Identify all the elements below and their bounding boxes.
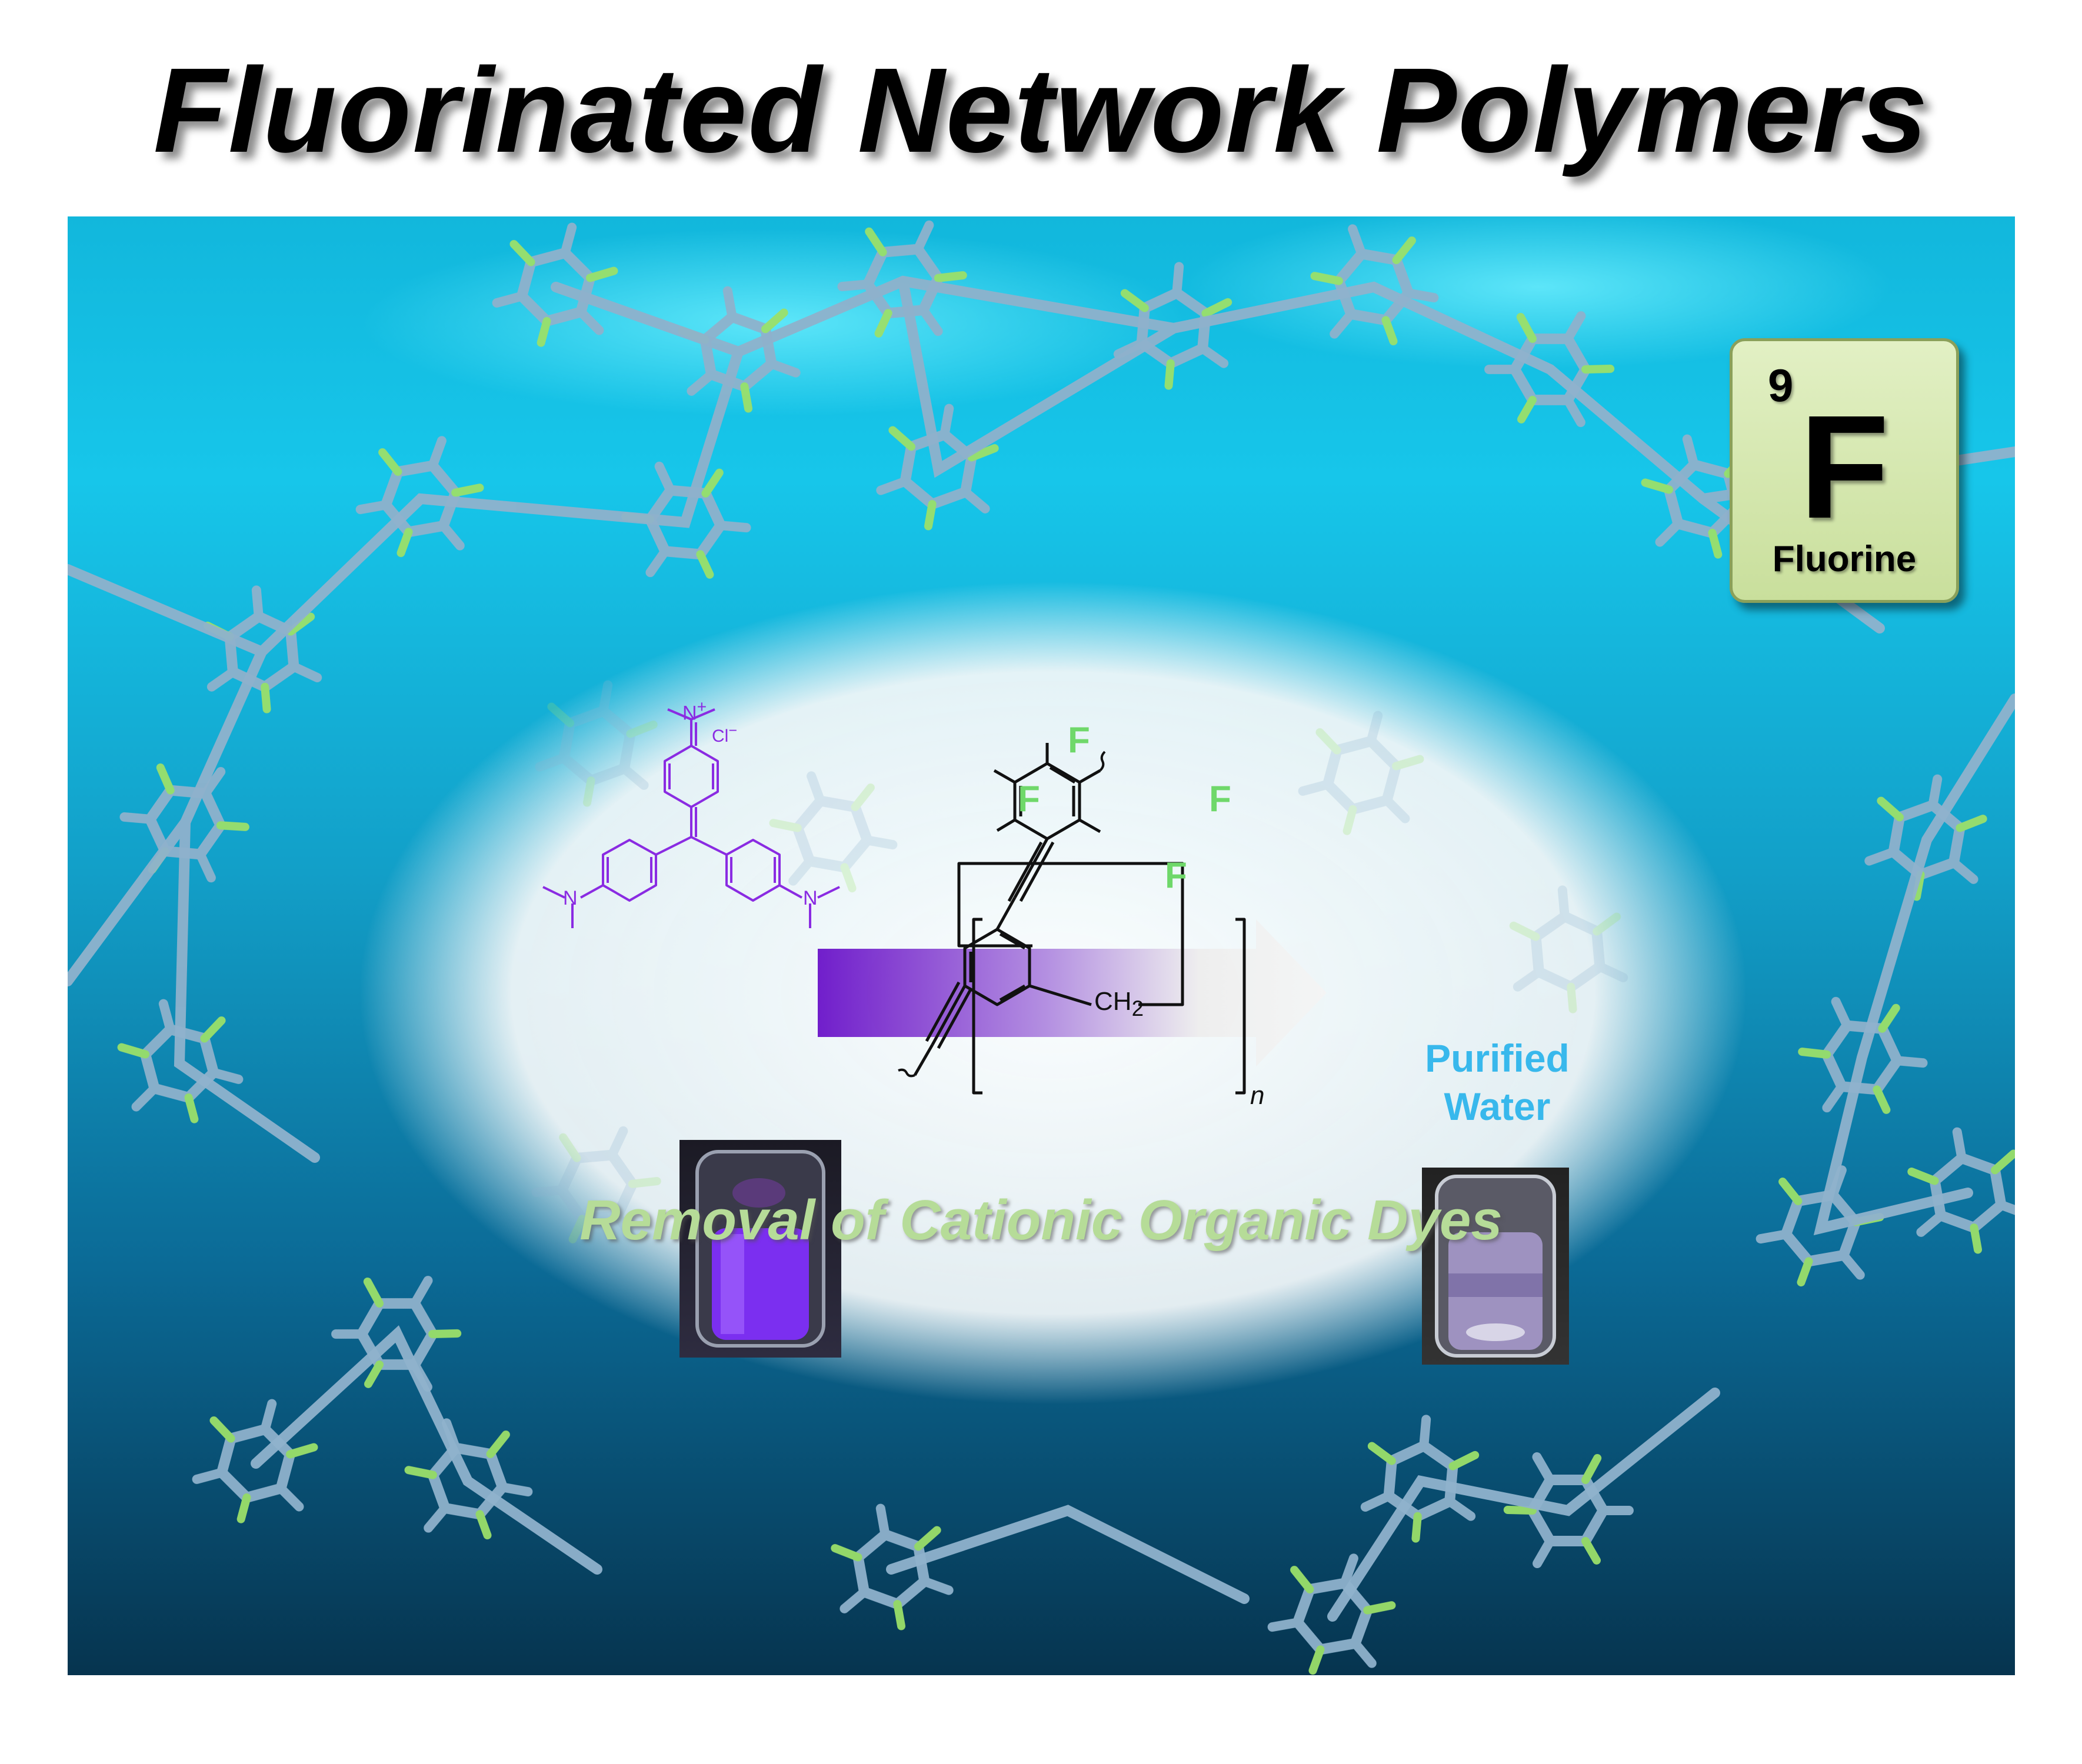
dye-n-label: N [682, 702, 697, 725]
graphic-panel: N+ Cl− N N F F F F CH2 n Purified Water … [68, 216, 2015, 1675]
purified-label-line2: Water [1444, 1085, 1551, 1128]
dye-n-plus-label: N+ [682, 698, 707, 725]
ch2-subscript: 2 [1131, 996, 1144, 1021]
purified-vial-photo [1422, 1168, 1569, 1365]
counterion-label: Cl [712, 726, 729, 746]
polymer-structure-drawing [898, 743, 1246, 1095]
methylene-label: CH2 [1094, 987, 1144, 1021]
counterion-charge-label: − [728, 722, 737, 739]
fluorine-label-right: F [1209, 779, 1231, 819]
network-background [68, 216, 2015, 1675]
periodic-element-tile: 9 F Fluorine [1730, 338, 1959, 603]
dye-structure-drawing [542, 708, 840, 928]
process-arrow [818, 919, 1327, 1066]
purified-water-label: Purified Water [1397, 1034, 1597, 1131]
purified-label-line1: Purified [1425, 1036, 1570, 1080]
atomic-number: 9 [1768, 359, 1794, 411]
dye-charge-label: + [697, 698, 707, 716]
caption: Removal of Cationic Organic Dyes [579, 1189, 1503, 1252]
fluorine-label-top: F [1068, 720, 1090, 761]
fluorine-label-left: F [1018, 779, 1040, 819]
ch-label: CH [1094, 987, 1132, 1016]
repeat-unit-n-label: n [1250, 1081, 1265, 1110]
fluorine-label-bottom: F [1165, 855, 1187, 896]
dye-vial-photo [679, 1140, 841, 1358]
dye-left-n-label: N [563, 887, 578, 909]
element-symbol: F [1799, 385, 1890, 549]
dye-right-n-label: N [803, 887, 818, 909]
element-name: Fluorine [1772, 539, 1917, 579]
dye-counterion-label: Cl− [712, 722, 737, 746]
page-title: Fluorinated Network Polymers [153, 43, 1929, 178]
